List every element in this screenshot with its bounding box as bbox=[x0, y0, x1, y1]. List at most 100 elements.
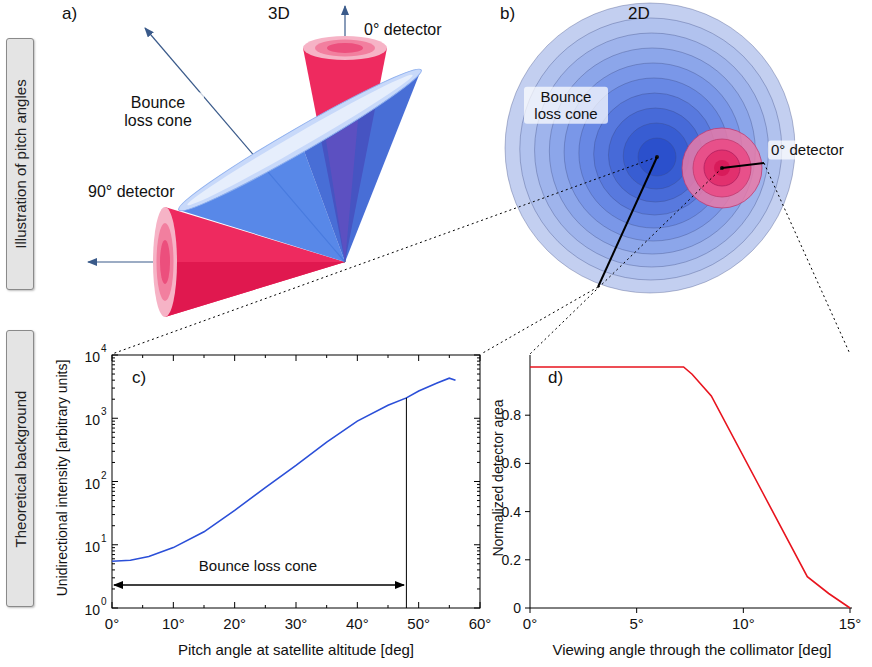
tick bbox=[112, 487, 115, 488]
tick bbox=[388, 605, 389, 608]
tick bbox=[636, 608, 637, 613]
tick bbox=[477, 451, 480, 452]
tick bbox=[112, 374, 115, 375]
tick-exponent: 0 bbox=[101, 596, 107, 608]
tick bbox=[477, 525, 480, 526]
ring bbox=[549, 48, 755, 254]
tick bbox=[477, 428, 480, 429]
tick bbox=[265, 605, 266, 608]
tick bbox=[477, 563, 480, 564]
tick-label: 50° bbox=[407, 615, 430, 632]
tick bbox=[477, 577, 480, 578]
tick bbox=[112, 569, 115, 570]
tick-label: 0 bbox=[513, 600, 521, 616]
tick bbox=[477, 506, 480, 507]
panel-title: 2D bbox=[628, 4, 650, 24]
axis-title: Normalized detector area bbox=[490, 399, 506, 556]
tick bbox=[477, 487, 480, 488]
tick-label: 0° bbox=[523, 615, 537, 632]
tick bbox=[530, 608, 531, 613]
tick bbox=[112, 588, 115, 589]
tick bbox=[477, 424, 480, 425]
tick bbox=[850, 608, 851, 613]
tick bbox=[525, 511, 530, 512]
axis-ticks bbox=[112, 355, 480, 608]
axis-title: Unidirectional intensity [arbitrary unit… bbox=[54, 360, 70, 597]
tick bbox=[296, 602, 297, 608]
detector-label: 90° detector bbox=[88, 183, 174, 201]
tick bbox=[357, 602, 358, 608]
tick bbox=[142, 605, 143, 608]
intensity-curve bbox=[112, 378, 456, 561]
ring bbox=[623, 123, 689, 189]
tick bbox=[388, 355, 389, 358]
tick bbox=[525, 559, 530, 560]
tick bbox=[480, 602, 481, 608]
tick bbox=[477, 437, 480, 438]
tick bbox=[112, 380, 115, 381]
tick bbox=[477, 364, 480, 365]
tick bbox=[418, 355, 419, 361]
tick bbox=[112, 514, 115, 515]
tick-label: 30° bbox=[285, 615, 308, 632]
tick bbox=[173, 355, 174, 361]
tick bbox=[477, 558, 480, 559]
tick bbox=[142, 355, 143, 358]
tick bbox=[525, 415, 530, 416]
ring bbox=[520, 18, 782, 280]
tick bbox=[477, 484, 480, 485]
tick bbox=[112, 608, 118, 609]
tick-label: 10° bbox=[732, 615, 755, 632]
tick bbox=[474, 355, 480, 356]
tick-label: 20° bbox=[223, 615, 246, 632]
tick bbox=[112, 506, 115, 507]
cone-label: Bounce loss cone bbox=[524, 87, 608, 124]
tick bbox=[112, 428, 115, 429]
tick-exponent: 1 bbox=[101, 533, 107, 545]
tick bbox=[112, 547, 115, 548]
tick bbox=[477, 388, 480, 389]
tick bbox=[477, 443, 480, 444]
tick-label: 15° bbox=[839, 615, 862, 632]
tick bbox=[204, 355, 205, 358]
section-band: Illustration of pitch angles bbox=[6, 38, 34, 290]
tick bbox=[112, 602, 113, 608]
detector-label: 0° detector bbox=[768, 140, 854, 159]
panel-letter: d) bbox=[548, 368, 563, 388]
area-curve bbox=[530, 367, 850, 608]
tick bbox=[477, 588, 480, 589]
tick bbox=[477, 500, 480, 501]
tick bbox=[474, 608, 480, 609]
tick bbox=[112, 462, 115, 463]
tick bbox=[112, 544, 118, 545]
tick bbox=[357, 355, 358, 361]
tick bbox=[265, 355, 266, 358]
tick bbox=[449, 605, 450, 608]
tick bbox=[112, 554, 115, 555]
tick bbox=[112, 481, 118, 482]
tick bbox=[474, 481, 480, 482]
tick bbox=[477, 554, 480, 555]
tick bbox=[112, 495, 115, 496]
axis-title: Viewing angle through the collimator [de… bbox=[552, 641, 831, 658]
tick bbox=[474, 544, 480, 545]
tick bbox=[477, 374, 480, 375]
tick-label: 10 bbox=[84, 602, 100, 618]
detector-rings bbox=[655, 128, 762, 208]
tick bbox=[112, 577, 115, 578]
tick bbox=[112, 421, 115, 422]
tick bbox=[477, 514, 480, 515]
tick bbox=[296, 355, 297, 361]
tick bbox=[112, 558, 115, 559]
section-band: Theoretical background bbox=[6, 330, 34, 607]
tick bbox=[204, 605, 205, 608]
tick bbox=[477, 432, 480, 433]
panel-letter: a) bbox=[62, 4, 77, 24]
tick bbox=[449, 355, 450, 358]
tick bbox=[477, 495, 480, 496]
tick bbox=[112, 355, 113, 361]
tick-label: 0° bbox=[105, 615, 119, 632]
ring bbox=[505, 3, 795, 293]
loss-cone-edge bbox=[406, 398, 407, 608]
tick bbox=[112, 399, 115, 400]
